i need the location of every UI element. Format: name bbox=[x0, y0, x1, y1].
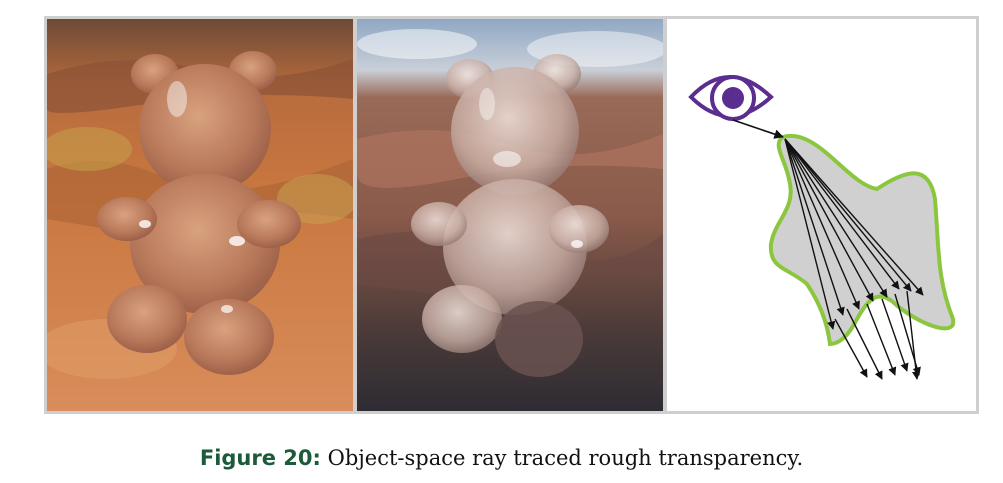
incoming-ray bbox=[732, 119, 784, 139]
gummy-bear-translucent bbox=[411, 54, 609, 377]
render-panel-canyon bbox=[357, 19, 663, 411]
figure-caption-text: Object-space ray traced rough transparen… bbox=[327, 446, 804, 470]
figure-label: Figure 20: bbox=[199, 446, 321, 470]
refracted-rays bbox=[784, 138, 924, 380]
desert-render bbox=[47, 19, 353, 411]
figure-frame bbox=[44, 16, 979, 414]
render-panel-desert bbox=[47, 19, 353, 411]
ray-diagram bbox=[688, 75, 956, 380]
ray-diagram-panel bbox=[667, 19, 976, 411]
figure-caption: Figure 20: Object-space ray traced rough… bbox=[0, 446, 1003, 470]
gummy-bear-opaque bbox=[97, 51, 301, 375]
eye-icon bbox=[688, 75, 774, 121]
canyon-render bbox=[357, 19, 663, 411]
